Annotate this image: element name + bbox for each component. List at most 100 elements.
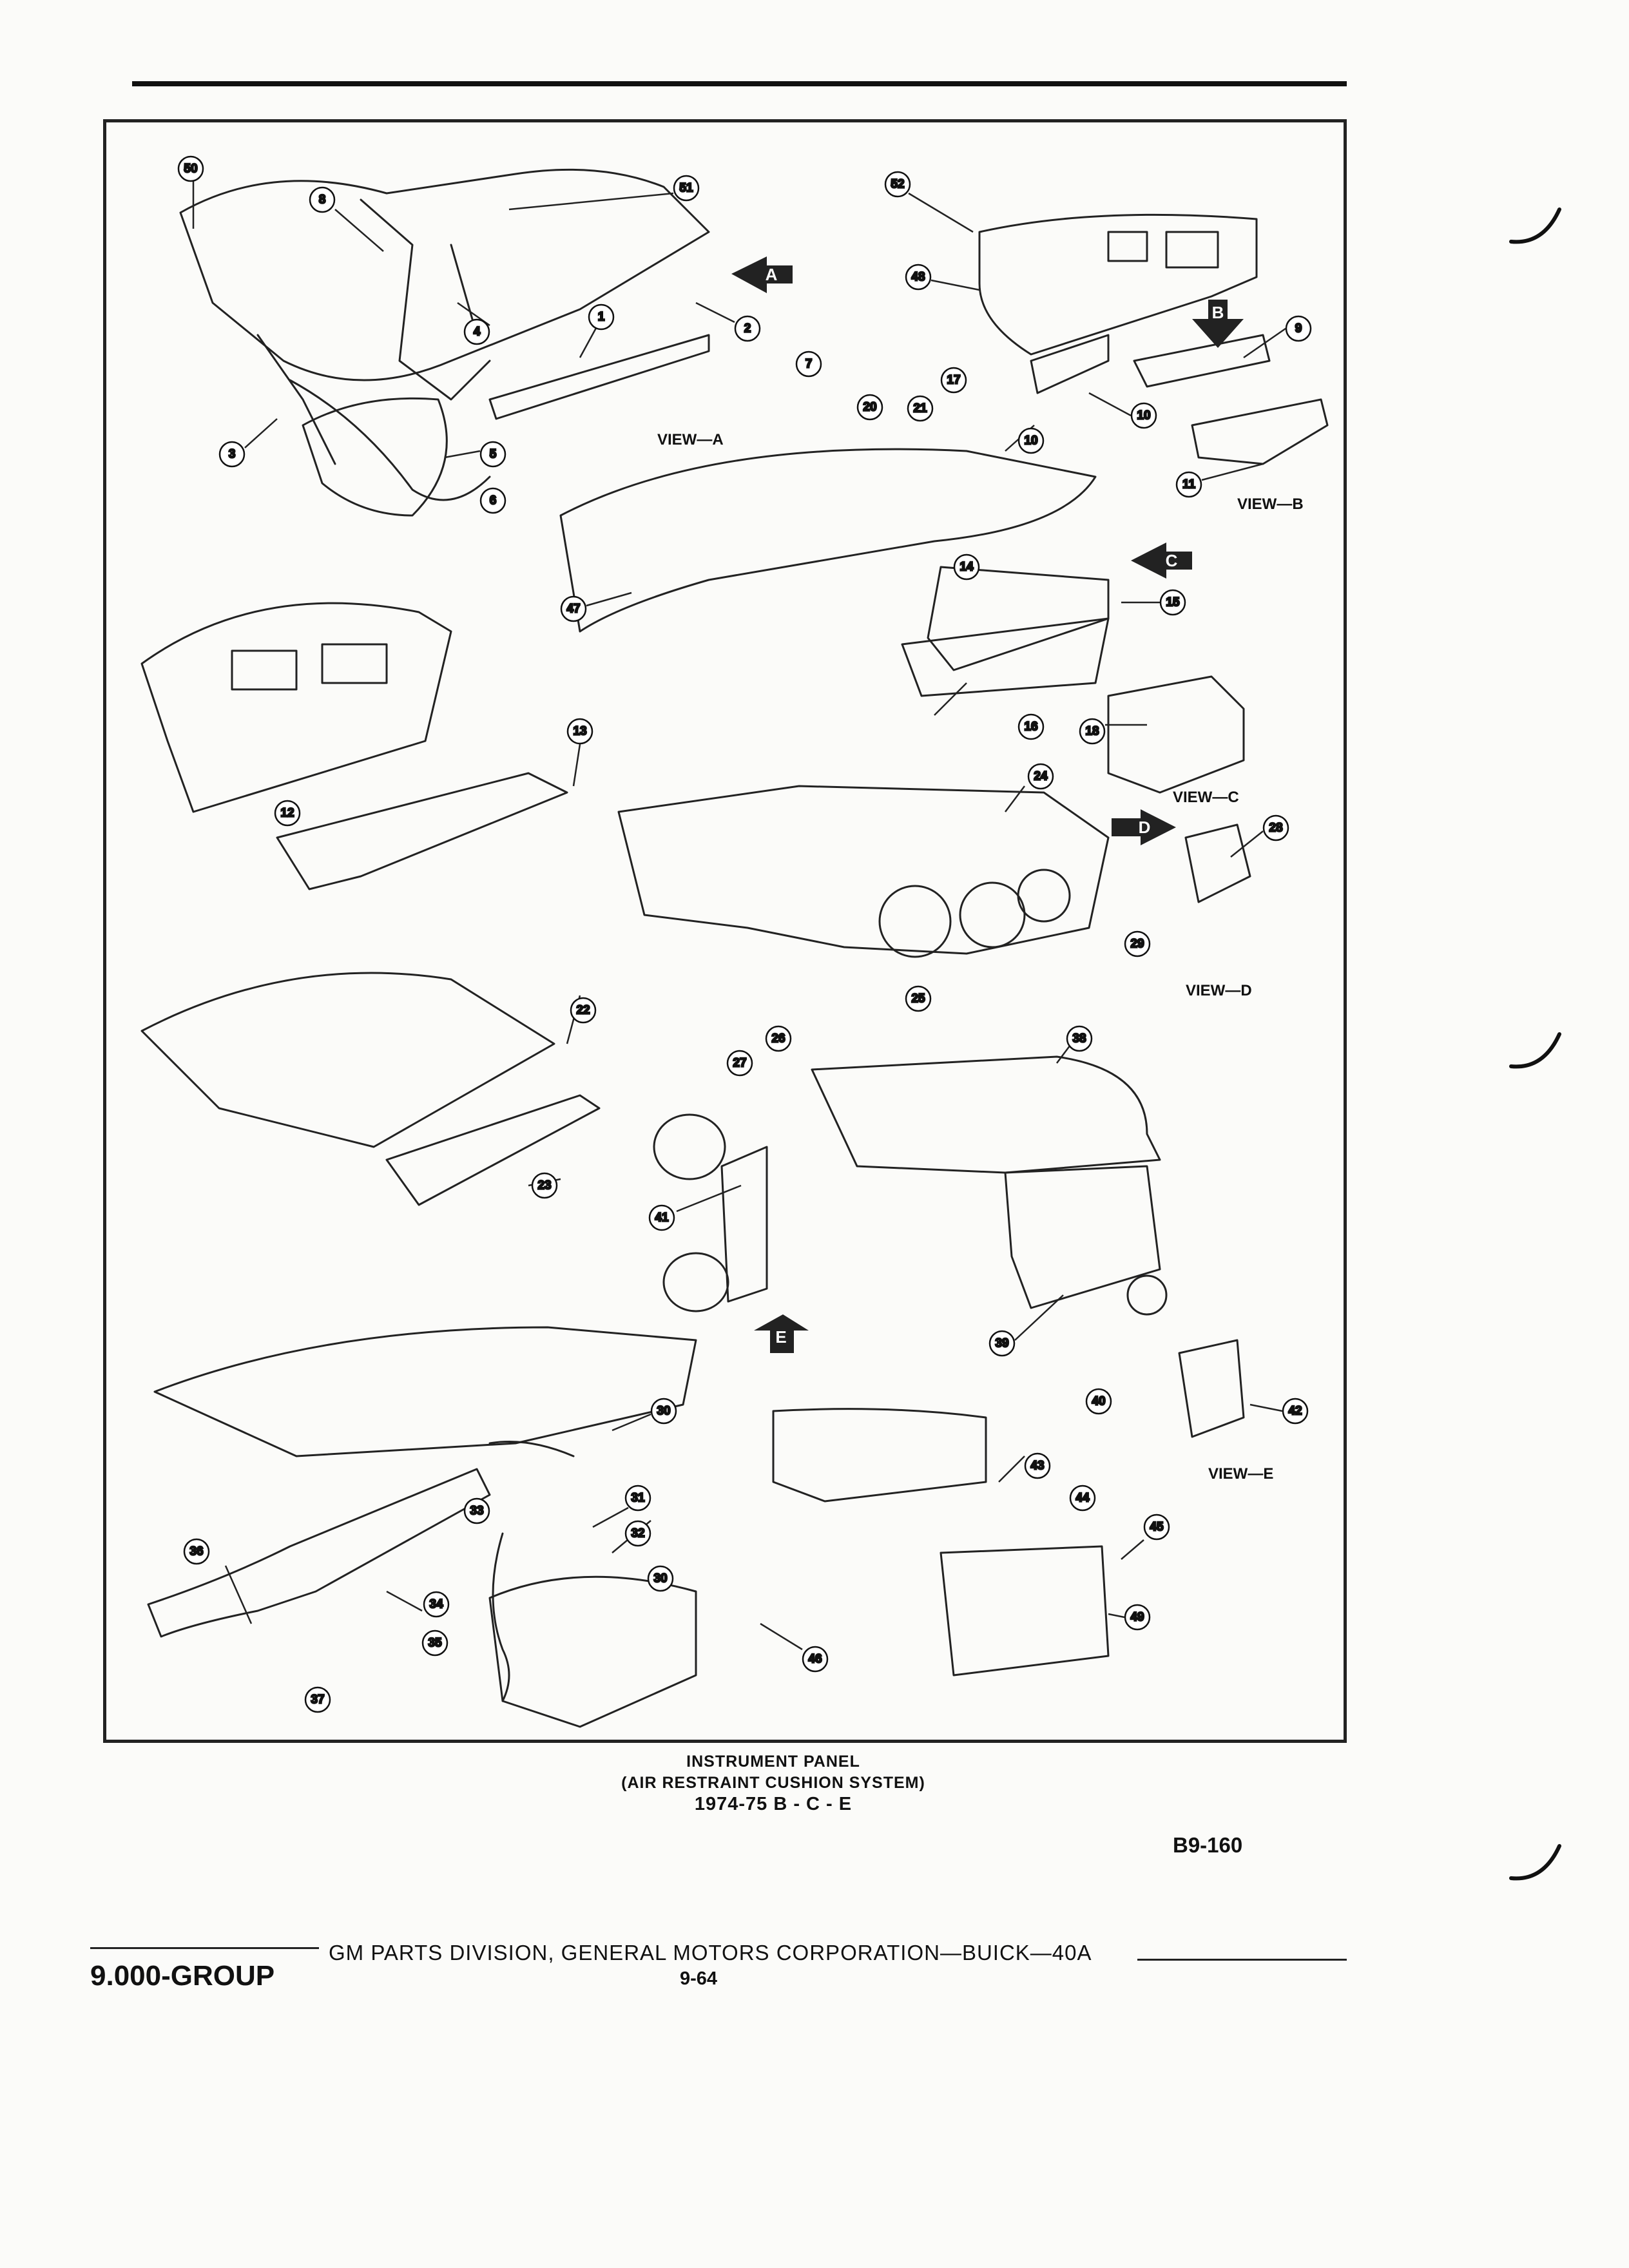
cluster-housing-upper-right bbox=[978, 213, 1258, 356]
callout-20: 20 bbox=[856, 394, 883, 421]
svg-text:42: 42 bbox=[1288, 1405, 1302, 1418]
svg-text:6: 6 bbox=[490, 494, 497, 508]
callout-40: 40 bbox=[1085, 1388, 1112, 1415]
svg-text:22: 22 bbox=[576, 1004, 590, 1017]
view-label-c: VIEW—C bbox=[1173, 789, 1239, 806]
svg-text:8: 8 bbox=[319, 193, 326, 207]
svg-text:46: 46 bbox=[808, 1653, 822, 1666]
callout-47: 47 bbox=[560, 595, 587, 622]
callout-1: 1 bbox=[588, 303, 615, 331]
callout-30a: 30 bbox=[650, 1398, 677, 1425]
callout-10b: 10 bbox=[1017, 427, 1045, 454]
lower-duct-left bbox=[147, 1468, 491, 1638]
callout-8: 8 bbox=[309, 186, 336, 213]
figure-id: B9-160 bbox=[1173, 1833, 1243, 1857]
dash-pad-lower-left bbox=[153, 1326, 697, 1457]
callout-24: 24 bbox=[1027, 763, 1054, 790]
callout-25: 25 bbox=[905, 985, 932, 1012]
callout-29: 29 bbox=[1124, 930, 1151, 957]
leader-lines bbox=[192, 180, 1286, 1651]
callout-49: 49 bbox=[1124, 1604, 1151, 1631]
duct-adapter bbox=[720, 1146, 768, 1303]
svg-text:26: 26 bbox=[771, 1032, 785, 1046]
callout-52: 52 bbox=[884, 171, 911, 198]
footer-publisher: GM PARTS DIVISION, GENERAL MOTORS CORPOR… bbox=[329, 1941, 1092, 1965]
callout-23: 23 bbox=[531, 1172, 558, 1199]
svg-text:4: 4 bbox=[474, 325, 481, 339]
svg-text:10: 10 bbox=[1024, 434, 1037, 448]
view-arrow-group: A B C D E bbox=[731, 256, 1244, 1353]
svg-text:E: E bbox=[775, 1327, 786, 1347]
callout-12: 12 bbox=[274, 800, 301, 827]
svg-text:48: 48 bbox=[911, 271, 925, 284]
callout-43: 43 bbox=[1024, 1452, 1051, 1479]
svg-text:45: 45 bbox=[1150, 1521, 1164, 1534]
callout-28: 28 bbox=[1262, 814, 1289, 841]
svg-text:D: D bbox=[1139, 818, 1151, 837]
diagram-frame bbox=[103, 119, 1347, 1743]
svg-text:16: 16 bbox=[1024, 720, 1037, 734]
svg-text:14: 14 bbox=[959, 561, 974, 574]
air-duct-center bbox=[811, 1055, 1161, 1174]
top-rule bbox=[132, 81, 1347, 86]
flex-hose-lower bbox=[492, 1532, 510, 1702]
svg-text:3: 3 bbox=[229, 448, 236, 461]
margin-hook-icon bbox=[1509, 1844, 1561, 1881]
svg-text:44: 44 bbox=[1075, 1492, 1090, 1505]
callout-30b: 30 bbox=[647, 1565, 674, 1592]
margin-hook-icon bbox=[1509, 1032, 1561, 1069]
footer-group-label: 9.000-GROUP bbox=[90, 1960, 275, 1992]
svg-text:15: 15 bbox=[1166, 596, 1180, 610]
svg-text:37: 37 bbox=[311, 1693, 324, 1707]
view-arrow-d: D bbox=[1112, 809, 1176, 845]
callout-6: 6 bbox=[479, 487, 506, 514]
callout-16: 16 bbox=[1017, 713, 1045, 740]
view-e-bracket bbox=[1178, 1339, 1245, 1438]
dash-outline-upper-left bbox=[179, 168, 710, 381]
svg-text:50: 50 bbox=[184, 162, 197, 176]
lower-bracket-left-middle bbox=[276, 772, 568, 890]
svg-text:21: 21 bbox=[913, 402, 927, 416]
view-arrow-c: C bbox=[1131, 543, 1192, 579]
knee-bolster-upper-left bbox=[302, 397, 448, 517]
callout-17: 17 bbox=[940, 367, 967, 394]
caption-line-2: (AIR RESTRAINT CUSHION SYSTEM) bbox=[621, 1774, 925, 1792]
svg-text:36: 36 bbox=[189, 1545, 203, 1559]
svg-text:32: 32 bbox=[631, 1527, 644, 1541]
cushion-assembly bbox=[927, 566, 1110, 671]
reinforcement-bar bbox=[488, 334, 710, 420]
callout-35: 35 bbox=[421, 1629, 448, 1657]
svg-text:9: 9 bbox=[1295, 322, 1302, 336]
callout-37: 37 bbox=[304, 1686, 331, 1713]
svg-text:10: 10 bbox=[1137, 409, 1150, 423]
view-d-bracket bbox=[1184, 823, 1251, 903]
control-plate-lower-right bbox=[940, 1545, 1110, 1677]
instrument-panel-left-middle bbox=[140, 602, 452, 813]
svg-text:49: 49 bbox=[1130, 1611, 1144, 1624]
callout-11: 11 bbox=[1175, 471, 1202, 498]
svg-text:27: 27 bbox=[733, 1057, 746, 1070]
svg-text:52: 52 bbox=[891, 178, 904, 191]
callout-7: 7 bbox=[795, 351, 822, 378]
cushion-bracket bbox=[901, 617, 1110, 697]
view-label-d: VIEW—D bbox=[1186, 982, 1252, 999]
callout-26: 26 bbox=[765, 1025, 792, 1052]
callout-36: 36 bbox=[183, 1538, 210, 1565]
callout-33: 33 bbox=[463, 1497, 490, 1524]
view-label-e: VIEW—E bbox=[1208, 1465, 1273, 1483]
view-c-bracket bbox=[1107, 675, 1245, 794]
svg-text:A: A bbox=[766, 265, 778, 284]
svg-text:39: 39 bbox=[995, 1337, 1008, 1350]
dash-section-lower-right bbox=[772, 1408, 987, 1503]
callout-10a: 10 bbox=[1130, 402, 1157, 429]
callout-5: 5 bbox=[479, 441, 506, 468]
svg-text:1: 1 bbox=[598, 311, 605, 324]
svg-text:31: 31 bbox=[631, 1492, 645, 1505]
callout-34: 34 bbox=[423, 1591, 450, 1618]
callout-15: 15 bbox=[1159, 589, 1186, 616]
svg-text:25: 25 bbox=[911, 992, 925, 1006]
dash-pad-center bbox=[559, 448, 1097, 633]
footer-rule-right bbox=[1137, 1959, 1347, 1961]
svg-text:28: 28 bbox=[1269, 822, 1282, 835]
